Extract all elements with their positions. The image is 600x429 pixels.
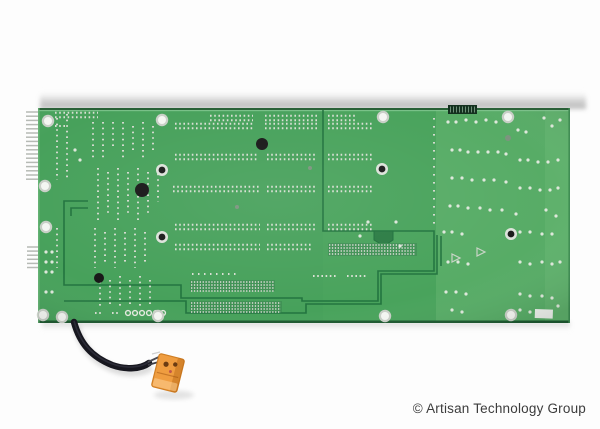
copyright-watermark: © Artisan Technology Group — [412, 401, 586, 416]
photo-vignette — [38, 108, 570, 323]
backdrop-shadows — [40, 90, 586, 332]
power-cable — [70, 318, 163, 377]
edge-connector-pins — [26, 111, 39, 269]
orange-connector — [151, 353, 194, 400]
